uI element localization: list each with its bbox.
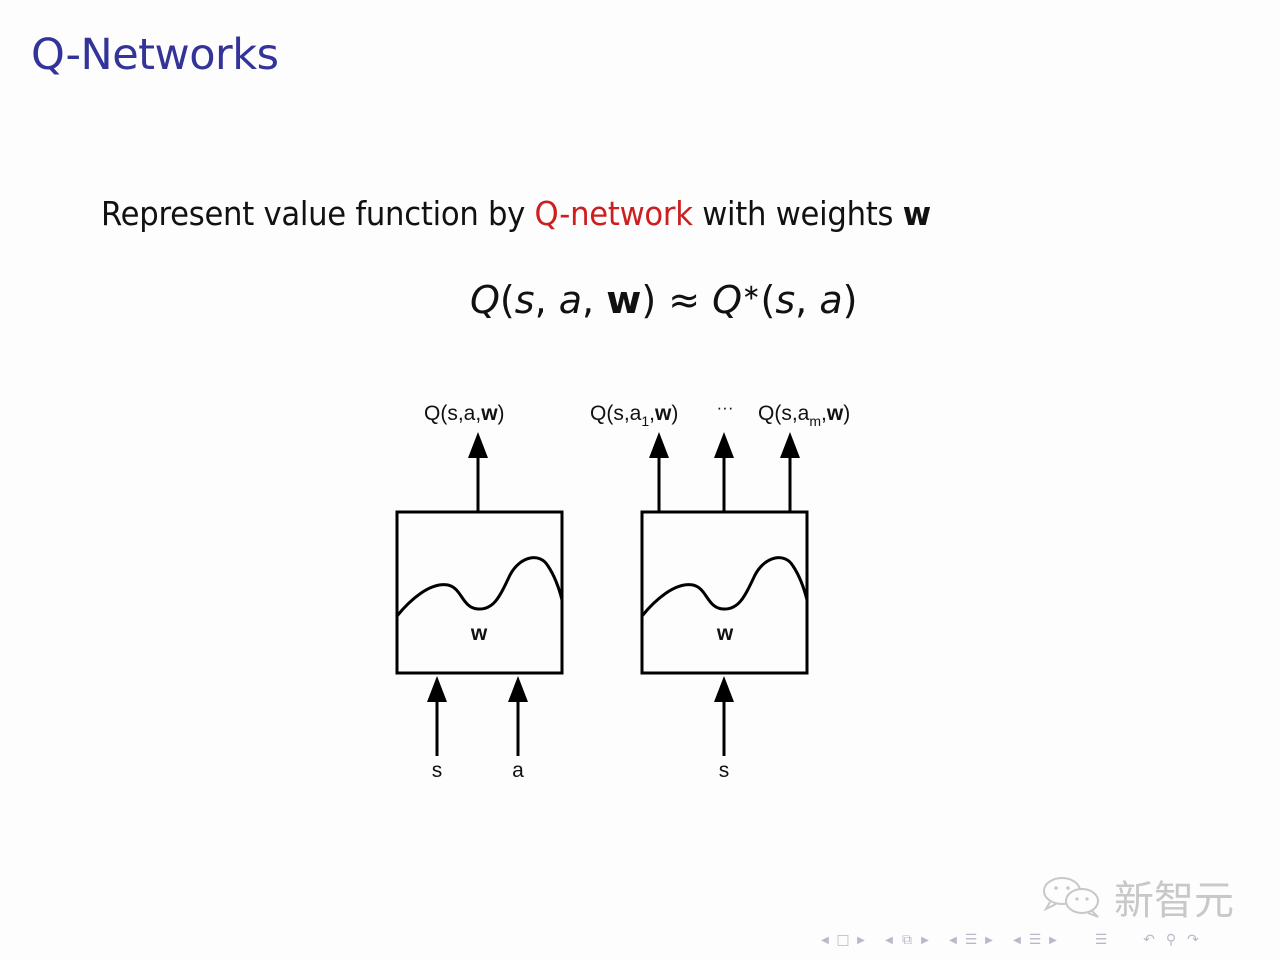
toc-icon[interactable]: ☰: [1094, 932, 1108, 948]
watermark: 新智元: [1040, 868, 1234, 926]
eq-paren: (: [499, 278, 515, 322]
prev-frame-icon[interactable]: ◀: [885, 934, 893, 946]
forward-icon[interactable]: ↷: [1187, 932, 1199, 948]
eq-s: s: [775, 278, 796, 322]
eq-star: ∗: [742, 280, 761, 306]
right-network: Q(s,a1,w) ··· Q(s,am,w) w s: [590, 398, 850, 782]
arrow-head-icon: [468, 432, 488, 458]
subsection-icon[interactable]: ☰: [964, 932, 978, 948]
right-output-m-label: Q(s,am,w): [758, 402, 850, 429]
arrow-head-icon: [508, 676, 528, 702]
next-slide-icon[interactable]: ▶: [857, 934, 865, 946]
arrow-head-icon: [714, 676, 734, 702]
approximation-equation: Q(s, a, w) ≈ Q∗(s, a): [470, 278, 857, 322]
arrow-head-icon: [427, 676, 447, 702]
eq-comma: ,: [582, 278, 607, 322]
eq-s: s: [514, 278, 535, 322]
left-input-a-label: a: [512, 759, 524, 782]
watermark-text: 新智元: [1114, 878, 1234, 924]
right-output-1-label: Q(s,a1,w): [590, 402, 678, 429]
left-weight-label: w: [470, 622, 488, 645]
prev-section-icon[interactable]: ◀: [1013, 934, 1021, 946]
beamer-navigation-bar: ◀ □ ▶ ◀ ⧉ ▶ ◀ ☰ ▶ ◀ ☰ ▶ ☰ ↶ ⚲ ↷: [818, 928, 1204, 952]
eq-q-star: Q: [712, 278, 743, 322]
eq-comma: ,: [534, 278, 559, 322]
ellipsis: ···: [717, 398, 734, 417]
right-input-s-label: s: [719, 759, 730, 782]
eq-a: a: [819, 278, 843, 322]
eq-comma: ,: [795, 278, 820, 322]
arrow-head-icon: [780, 432, 800, 458]
left-output-label: Q(s,a,w): [424, 402, 505, 425]
section-icon[interactable]: ☰: [1028, 932, 1042, 948]
slide-title: Q-Networks: [31, 30, 279, 80]
q-network-highlight: Q-network: [534, 194, 693, 233]
arrow-head-icon: [649, 432, 669, 458]
right-function-curve: [640, 556, 809, 617]
description-sentence: Represent value function by Q-network wi…: [101, 194, 931, 233]
eq-paren: ): [641, 278, 657, 322]
eq-paren: (: [760, 278, 776, 322]
sentence-middle: with weights: [692, 194, 903, 233]
search-icon[interactable]: ⚲: [1165, 932, 1177, 948]
sentence-prefix: Represent value function by: [101, 194, 535, 233]
eq-paren: ): [842, 278, 858, 322]
right-network-box: [640, 510, 809, 675]
left-network-box: [395, 510, 564, 675]
left-network: Q(s,a,w) w s a: [395, 402, 564, 782]
arrow-head-icon: [714, 432, 734, 458]
left-input-s-label: s: [432, 759, 443, 782]
wechat-icon: [1043, 877, 1099, 918]
slide-icon[interactable]: □: [836, 932, 850, 948]
right-weight-label: w: [716, 622, 734, 645]
frame-icon[interactable]: ⧉: [902, 932, 912, 948]
back-icon[interactable]: ↶: [1143, 932, 1155, 948]
weights-variable: w: [902, 194, 931, 233]
prev-slide-icon[interactable]: ◀: [821, 934, 829, 946]
prev-subsection-icon[interactable]: ◀: [949, 934, 957, 946]
eq-w: w: [606, 278, 642, 322]
next-section-icon[interactable]: ▶: [1049, 934, 1057, 946]
next-frame-icon[interactable]: ▶: [921, 934, 929, 946]
eq-a: a: [558, 278, 583, 322]
left-function-curve: [395, 556, 564, 617]
eq-q: Q: [470, 278, 500, 322]
next-subsection-icon[interactable]: ▶: [985, 934, 993, 946]
eq-approx: ≈: [656, 278, 713, 322]
